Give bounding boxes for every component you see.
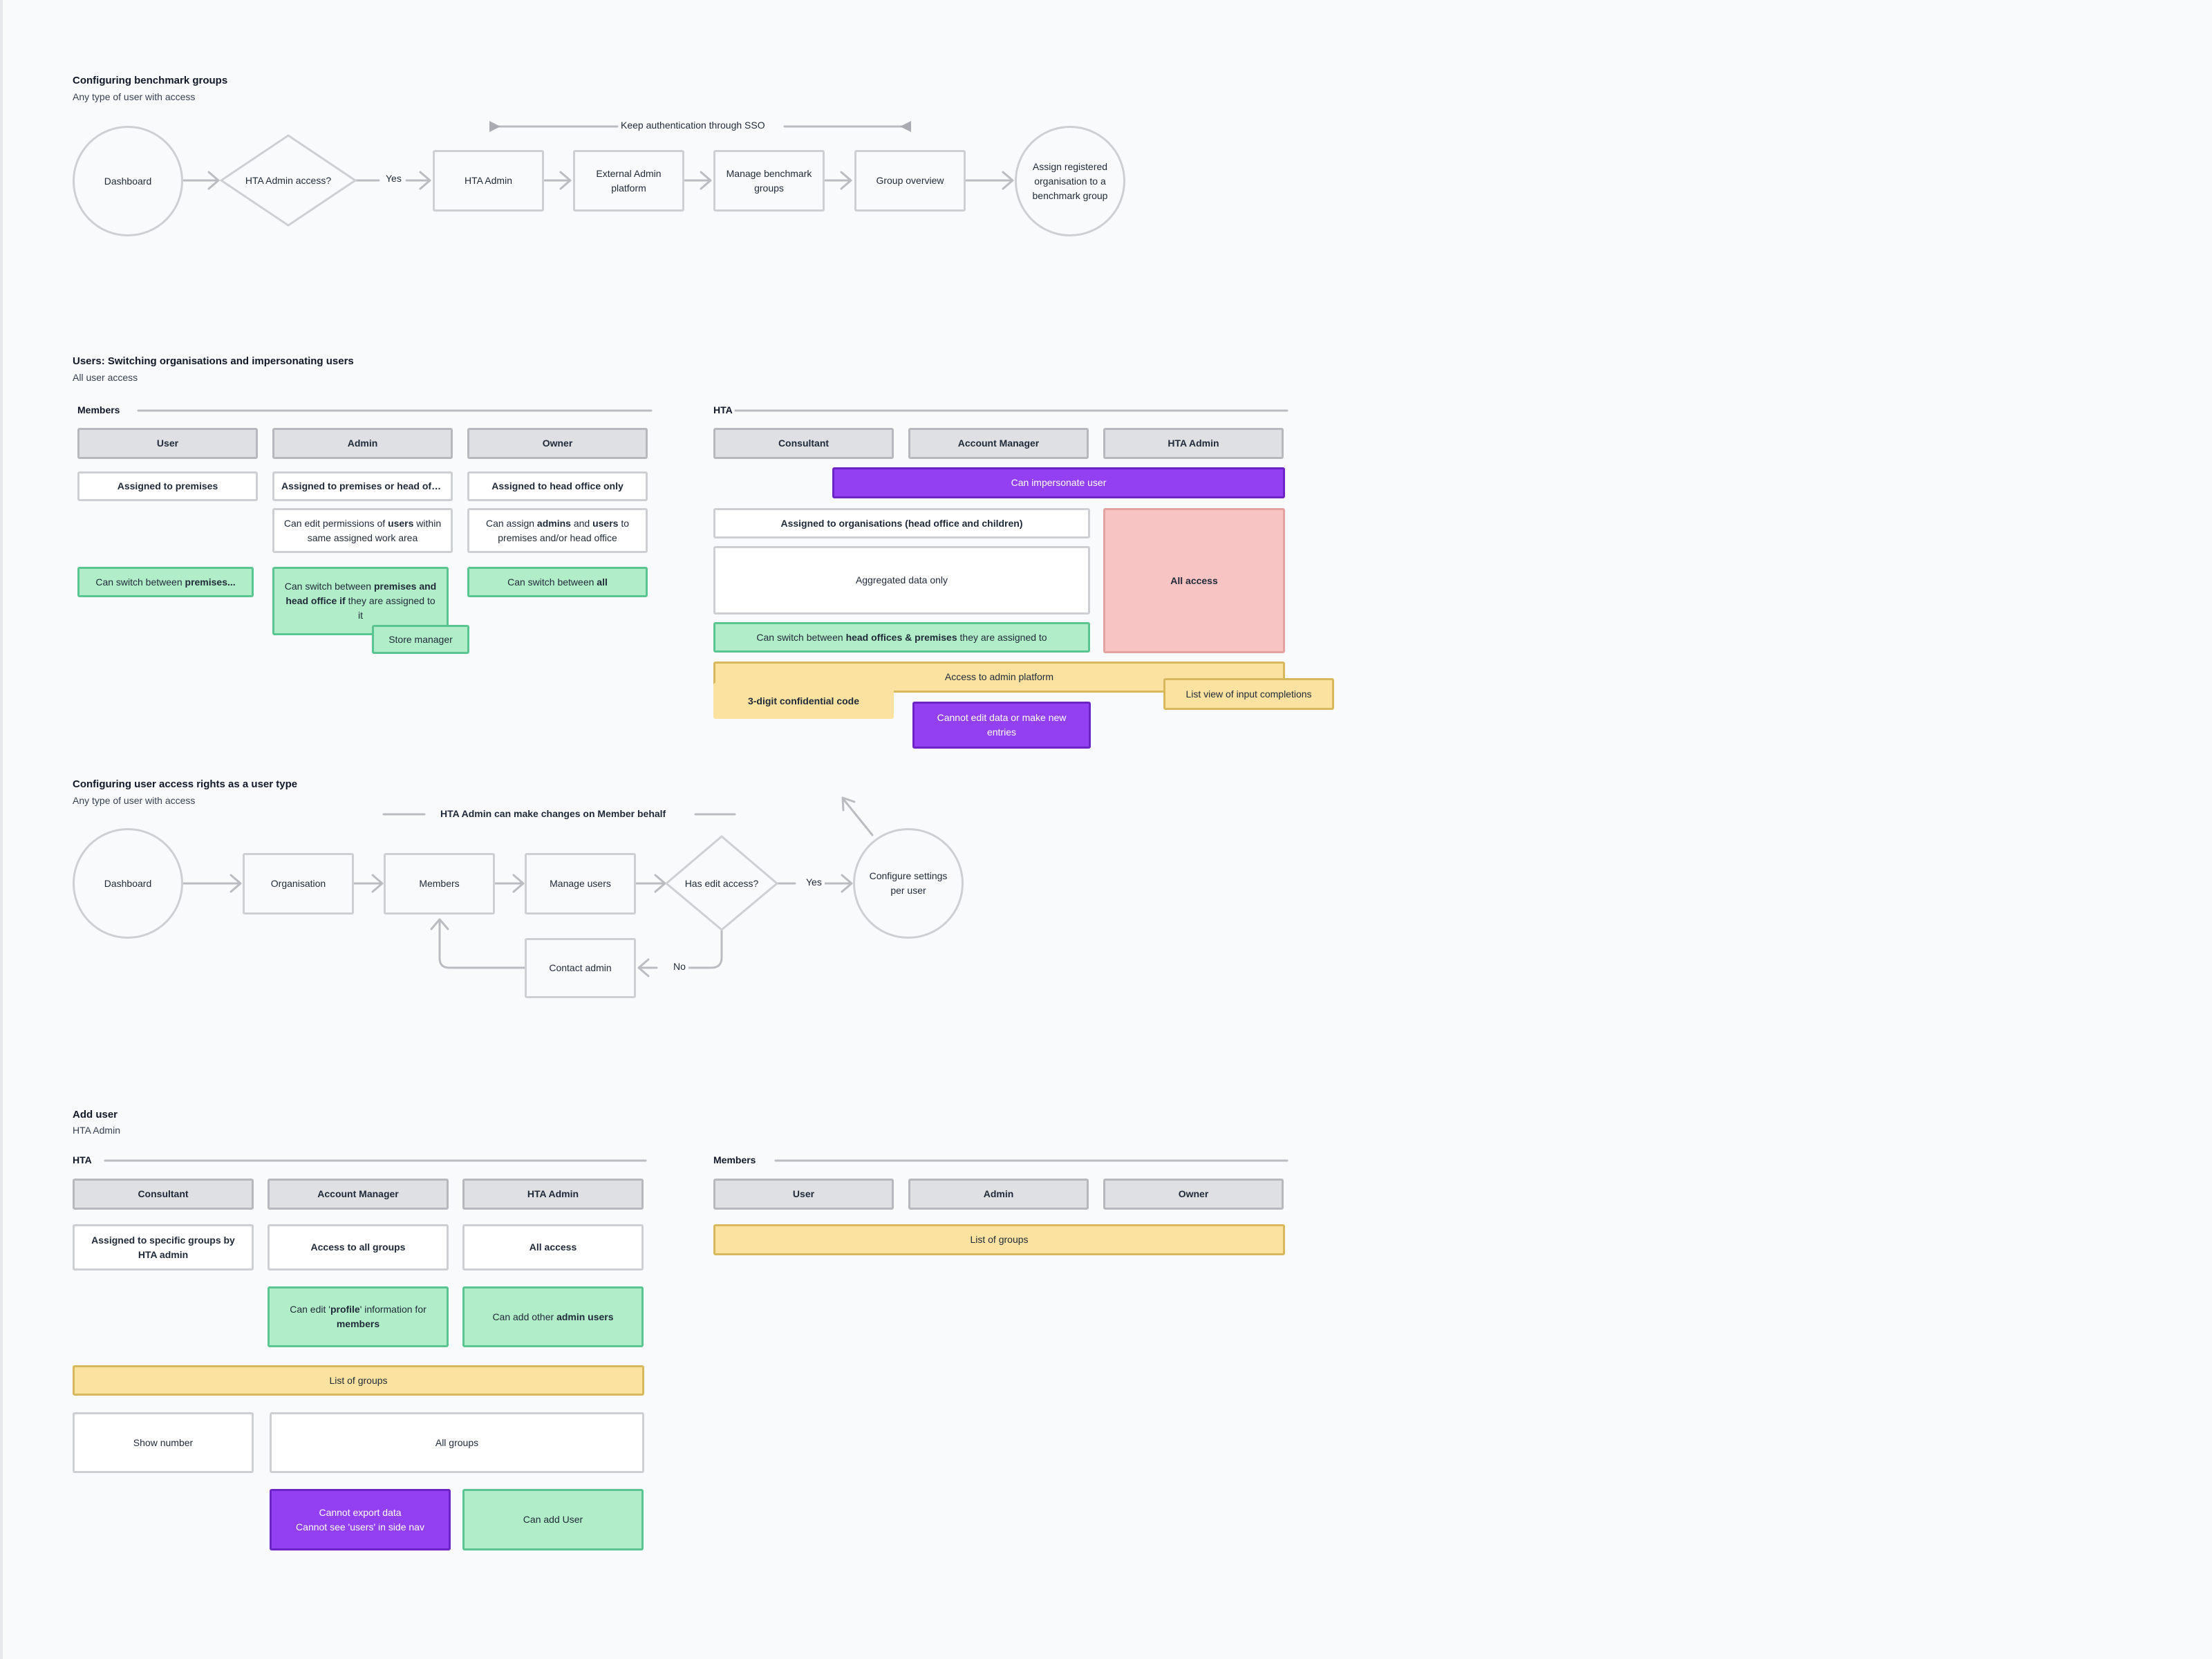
list-of-groups-members: List of groups bbox=[713, 1224, 1285, 1255]
flow2-title: Configuring user access rights as a user… bbox=[73, 778, 298, 790]
can-impersonate-user: Can impersonate user bbox=[832, 467, 1285, 498]
col-header-owner: Owner bbox=[467, 428, 648, 459]
col-header-admin: Admin bbox=[272, 428, 453, 459]
flow1-subtitle: Any type of user with access bbox=[73, 91, 196, 102]
list-view-completions-tag: List view of input completions bbox=[1163, 678, 1334, 710]
users-members-heading: Members bbox=[77, 404, 120, 415]
flow2-arrows bbox=[182, 796, 874, 977]
admin-assigned: Assigned to premises or head offi... bbox=[272, 471, 453, 501]
cannot-edit-data: Cannot edit data or make new entries bbox=[912, 702, 1091, 749]
store-manager-tag: Store manager bbox=[372, 625, 469, 654]
owner-switch-all: Can switch between all bbox=[467, 567, 648, 597]
add-user-hta-heading: HTA bbox=[73, 1154, 92, 1165]
add-col-consultant: Consultant bbox=[73, 1179, 254, 1210]
add-user-members-heading: Members bbox=[713, 1154, 756, 1165]
admin-switch-premises-head-office: Can switch between premises and head off… bbox=[272, 567, 449, 635]
flow2-yes-label: Yes bbox=[803, 877, 825, 888]
add-col-user: User bbox=[713, 1179, 894, 1210]
show-number: Show number bbox=[73, 1412, 254, 1473]
flow2-contact-admin-node: Contact admin bbox=[525, 938, 636, 998]
flow1-yes-label: Yes bbox=[383, 173, 404, 184]
flow1-sso-label: Keep authentication through SSO bbox=[621, 120, 765, 131]
hta-switch-head-offices-premises: Can switch between head offices & premis… bbox=[713, 622, 1090, 653]
flow2-members-node: Members bbox=[384, 853, 495, 915]
all-groups: All groups bbox=[270, 1412, 644, 1473]
list-of-groups-hta: List of groups bbox=[73, 1365, 644, 1396]
col-header-hta-admin: HTA Admin bbox=[1103, 428, 1284, 459]
add-col-admin: Admin bbox=[908, 1179, 1089, 1210]
flow1-dashboard-node: Dashboard bbox=[73, 126, 183, 236]
col-header-user: User bbox=[77, 428, 258, 459]
flow1-manage-node: Manage benchmark groups bbox=[713, 150, 825, 212]
users-title: Users: Switching organisations and imper… bbox=[73, 355, 354, 367]
add-user-subtitle: HTA Admin bbox=[73, 1125, 120, 1136]
flow1-arrows bbox=[182, 121, 1014, 190]
flow2-no-label: No bbox=[671, 961, 688, 972]
flow2-dashboard-node: Dashboard bbox=[73, 828, 183, 939]
add-col-account-manager: Account Manager bbox=[268, 1179, 449, 1210]
confidential-code-tag: 3-digit confidential code bbox=[713, 683, 894, 719]
flow2-organisation-node: Organisation bbox=[243, 853, 354, 915]
flow1-title: Configuring benchmark groups bbox=[73, 75, 228, 86]
left-border bbox=[0, 0, 3, 1659]
hta-assigned-organisations: Assigned to organisations (head office a… bbox=[713, 508, 1090, 538]
users-subtitle: All user access bbox=[73, 372, 138, 383]
user-assigned-premises: Assigned to premises bbox=[77, 471, 258, 501]
admin-edit-permissions: Can edit permissions of users within sam… bbox=[272, 508, 453, 553]
can-add-admin-users: Can add other admin users bbox=[462, 1286, 644, 1347]
owner-assigned: Assigned to head office only bbox=[467, 471, 648, 501]
aggregated-data-only: Aggregated data only bbox=[713, 546, 1090, 615]
flow1-hta-admin-node: HTA Admin bbox=[433, 150, 544, 212]
add-user-title: Add user bbox=[73, 1109, 118, 1121]
add-col-owner: Owner bbox=[1103, 1179, 1284, 1210]
col-header-consultant: Consultant bbox=[713, 428, 894, 459]
flow1-overview-node: Group overview bbox=[854, 150, 966, 212]
flow1-assign-node: Assign registered organisation to a benc… bbox=[1015, 126, 1125, 236]
users-hta-heading: HTA bbox=[713, 404, 733, 415]
flow2-banner: HTA Admin can make changes on Member beh… bbox=[440, 808, 666, 819]
consultant-assigned-groups: Assigned to specific groups by HTA admin bbox=[73, 1224, 254, 1271]
flow2-decision-node: Has edit access? bbox=[684, 877, 759, 889]
add-col-hta-admin: HTA Admin bbox=[462, 1179, 644, 1210]
col-header-account-manager: Account Manager bbox=[908, 428, 1089, 459]
can-add-user: Can add User bbox=[462, 1489, 644, 1550]
flow1-decision-node: HTA Admin access? bbox=[245, 174, 332, 186]
flow2-manage-users-node: Manage users bbox=[525, 853, 636, 915]
user-switch-premises: Can switch between premises... bbox=[77, 567, 254, 597]
owner-assign-rights: Can assign admins and users to premises … bbox=[467, 508, 648, 553]
flow2-subtitle: Any type of user with access bbox=[73, 795, 196, 806]
flow1-external-node: External Admin platform bbox=[573, 150, 684, 212]
account-manager-all-groups: Access to all groups bbox=[268, 1224, 449, 1271]
can-edit-profile: Can edit 'profile' information for membe… bbox=[268, 1286, 449, 1347]
hta-admin-all-access-2: All access bbox=[462, 1224, 644, 1271]
hta-admin-all-access: All access bbox=[1103, 508, 1285, 653]
flow2-configure-node: Configure settings per user bbox=[853, 828, 964, 939]
